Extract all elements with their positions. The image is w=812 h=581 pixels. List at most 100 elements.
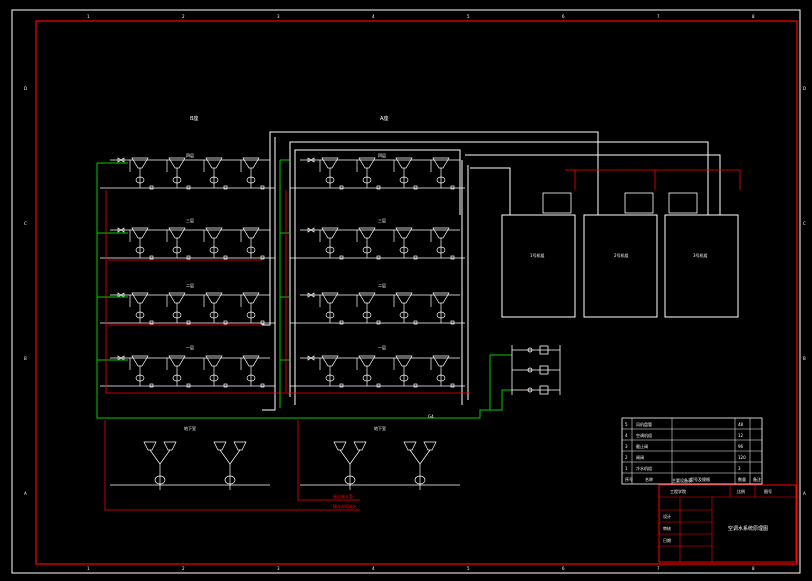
border-label-bottom: 7	[657, 566, 660, 571]
legend-row-name: 空调机组	[636, 432, 652, 438]
title-block-sheet: 图号	[764, 488, 772, 494]
drawing-title: 空调水系统原理图	[728, 525, 768, 532]
border-label-top: 8	[752, 14, 755, 19]
left-floor-label-4: 四层	[186, 152, 194, 158]
chiller-plant: 1号机组 2号机组 3号机组	[501, 192, 739, 318]
left-floor-labels: 四层 三层 二层 一层	[186, 152, 194, 350]
legend-header-cell: 数量	[738, 476, 746, 482]
border-label-top: 1	[87, 14, 90, 19]
legend-row-name: 闸阀	[636, 454, 644, 460]
outer-frame	[11, 9, 801, 574]
border-label-right: D	[803, 86, 806, 91]
chiller-label-1: 1号机组	[530, 252, 545, 258]
border-label-top: 6	[562, 14, 565, 19]
pump-group	[511, 345, 561, 395]
title-block: 工程学院 比例 图号 设计 审核 日期 空调水系统原理图	[658, 484, 797, 563]
section-title-right: A座	[380, 115, 388, 122]
right-floor-branch	[290, 227, 465, 260]
chiller-unit-3	[664, 214, 739, 318]
border-label-bottom: 8	[752, 566, 755, 571]
control-panel-3	[668, 192, 698, 214]
border-label-right: C	[803, 221, 806, 226]
equipment-legend-table: 5 风机盘管 48 4 空调机组 12 3 截止阀 96 2 闸阀 120 1 冷水机组 3 序号 名称 型号及规…	[621, 417, 763, 485]
control-panel-2	[624, 192, 654, 214]
right-floor-label-3: 三层	[378, 217, 386, 223]
border-label-top: 5	[467, 14, 470, 19]
legend-row-no: 4	[625, 433, 628, 438]
border-label-bottom: 1	[87, 566, 90, 571]
border-label-top: 2	[182, 14, 185, 19]
basement-ahu-l1	[143, 441, 177, 490]
right-floor-label-2: 二层	[378, 282, 386, 288]
border-label-bottom: 5	[467, 566, 470, 571]
legend-row-no: 5	[625, 422, 628, 427]
legend-row-name: 冷水机组	[636, 465, 652, 471]
floor-branches	[100, 157, 465, 388]
left-floor-branch	[100, 355, 275, 388]
left-basement-label: 地下室	[184, 425, 196, 431]
legend-row-qty: 3	[738, 466, 741, 471]
legend-header-cell: 序号	[625, 476, 633, 482]
border-label-right: A	[803, 491, 806, 496]
legend-row-qty: 120	[738, 455, 746, 460]
legend-header-cell: 备注	[753, 476, 761, 482]
right-floor-label-4: 四层	[378, 152, 386, 158]
border-label-left: C	[24, 221, 27, 226]
legend-header-cell: 名称	[645, 476, 653, 482]
return-lines-red	[104, 169, 741, 511]
border-label-top: 4	[372, 14, 375, 19]
note-tower-makeup: 接冷却塔补水	[333, 503, 357, 509]
chiller-label-2: 2号机组	[614, 252, 629, 258]
right-floor-branch	[290, 355, 465, 388]
border-label-top: 7	[657, 14, 660, 19]
right-floor-label-1: 一层	[378, 344, 386, 350]
border-label-top: 3	[277, 14, 280, 19]
left-floor-branch	[100, 227, 275, 260]
right-basement-label: 地下室	[374, 425, 386, 431]
right-floor-branch	[290, 157, 465, 190]
basement-units	[110, 441, 460, 490]
inner-frame	[35, 20, 798, 565]
control-panel-1	[542, 192, 572, 214]
legend-row-name: 风机盘管	[636, 421, 652, 427]
basement-ahu-l2	[213, 441, 247, 490]
legend-row-name: 截止阀	[636, 443, 648, 449]
border-label-left: B	[24, 356, 27, 361]
note-city-water: 接自来水管	[333, 493, 353, 499]
border-label-right: B	[803, 356, 806, 361]
main-risers	[262, 131, 721, 411]
basement-ahu-r2	[403, 441, 437, 490]
chiller-unit-2	[583, 214, 658, 318]
title-block-scale: 比例	[737, 488, 745, 494]
left-floor-label-2: 二层	[186, 282, 194, 288]
left-floor-label-1: 一层	[186, 344, 194, 350]
left-floor-branch	[100, 157, 275, 190]
legend-row-no: 3	[625, 444, 628, 449]
title-block-date: 日期	[663, 537, 671, 543]
border-label-bottom: 4	[372, 566, 375, 571]
left-floor-label-3: 三层	[186, 217, 194, 223]
legend-row-no: 2	[625, 455, 628, 460]
title-block-school: 工程学院	[670, 488, 686, 494]
title-block-checker: 审核	[663, 525, 671, 531]
pipe-label-g4: G4	[428, 414, 434, 419]
basement-ahu-r1	[333, 441, 367, 490]
border-label-bottom: 2	[182, 566, 185, 571]
chiller-label-3: 3号机组	[693, 252, 708, 258]
right-floor-branch	[290, 292, 465, 325]
right-floor-labels: 四层 三层 二层 一层	[378, 152, 386, 350]
border-label-left: A	[24, 491, 27, 496]
legend-header-cell: 型号及规格	[690, 476, 710, 482]
border-label-bottom: 3	[277, 566, 280, 571]
supply-lines-green	[96, 159, 512, 419]
left-floor-branch	[100, 292, 275, 325]
legend-row-no: 1	[625, 466, 628, 471]
legend-row-qty: 48	[738, 422, 744, 427]
legend-row-qty: 96	[738, 444, 744, 449]
legend-row-qty: 12	[738, 433, 744, 438]
chiller-unit-1	[501, 214, 576, 318]
legend-caption: 主要设备表	[672, 477, 692, 483]
border-label-bottom: 6	[562, 566, 565, 571]
